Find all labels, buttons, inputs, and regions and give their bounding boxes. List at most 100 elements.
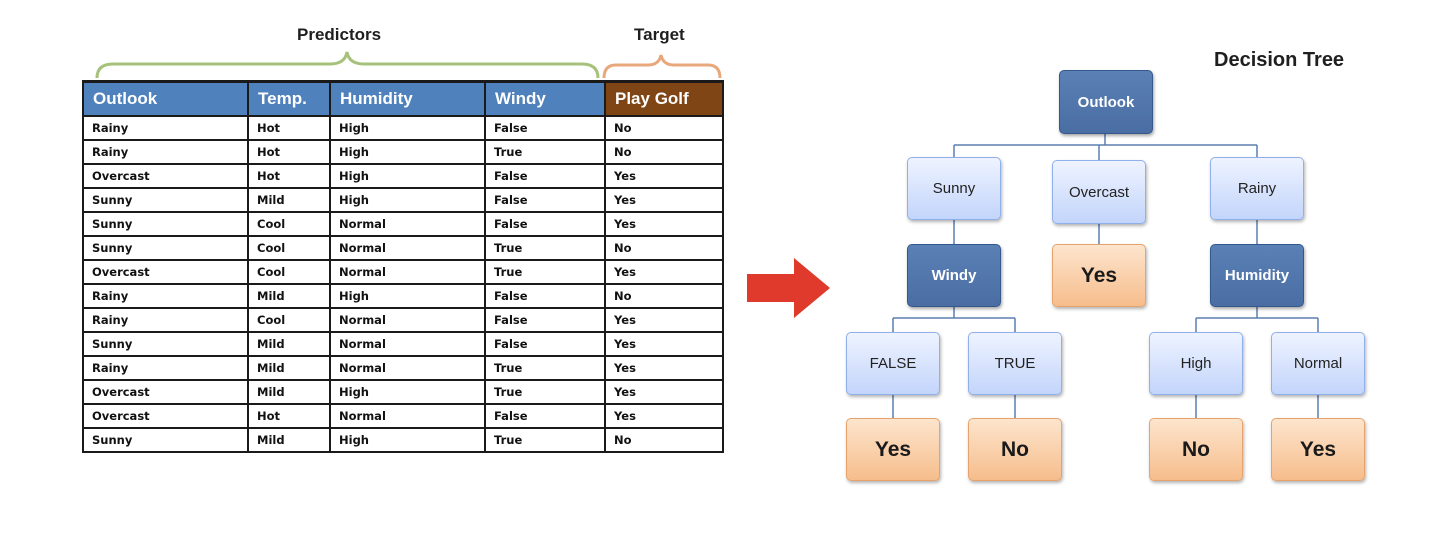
cell-temp: Cool bbox=[247, 235, 331, 261]
cell-windy: False bbox=[484, 115, 606, 141]
bracket-layer bbox=[95, 51, 722, 79]
leaf-true-no: No bbox=[968, 418, 1062, 481]
node-outlook: Outlook bbox=[1059, 70, 1153, 134]
leaf-normal-yes: Yes bbox=[1271, 418, 1365, 481]
cell-windy: False bbox=[484, 331, 606, 357]
cell-outlook: Sunny bbox=[82, 187, 249, 213]
cell-humidity: High bbox=[329, 163, 486, 189]
cell-temp: Mild bbox=[247, 283, 331, 309]
target-brace bbox=[602, 54, 722, 79]
cell-windy: False bbox=[484, 283, 606, 309]
node-humidity: Humidity bbox=[1210, 244, 1304, 307]
cell-temp: Hot bbox=[247, 163, 331, 189]
cell-windy: False bbox=[484, 187, 606, 213]
tree-title: Decision Tree bbox=[1214, 49, 1345, 71]
cell-windy: True bbox=[484, 235, 606, 261]
cell-windy: True bbox=[484, 427, 606, 453]
cell-play-golf: Yes bbox=[604, 307, 724, 333]
cell-outlook: Rainy bbox=[82, 283, 249, 309]
cell-play-golf: Yes bbox=[604, 259, 724, 285]
header-humidity: Humidity bbox=[329, 80, 486, 117]
cell-temp: Cool bbox=[247, 307, 331, 333]
cell-outlook: Sunny bbox=[82, 235, 249, 261]
header-temp: Temp. bbox=[247, 80, 331, 117]
cell-outlook: Rainy bbox=[82, 115, 249, 141]
cell-play-golf: Yes bbox=[604, 331, 724, 357]
node-sunny: Sunny bbox=[907, 157, 1001, 220]
cell-humidity: Normal bbox=[329, 307, 486, 333]
cell-windy: False bbox=[484, 163, 606, 189]
golf-dataset-table: Outlook Temp. Humidity Windy Play Golf R… bbox=[82, 80, 724, 453]
cell-humidity: High bbox=[329, 115, 486, 141]
cell-humidity: Normal bbox=[329, 331, 486, 357]
cell-play-golf: Yes bbox=[604, 163, 724, 189]
cell-windy: False bbox=[484, 403, 606, 429]
node-rainy: Rainy bbox=[1210, 157, 1304, 220]
cell-play-golf: No bbox=[604, 235, 724, 261]
node-windy-false: FALSE bbox=[846, 332, 940, 395]
cell-play-golf: No bbox=[604, 427, 724, 453]
cell-play-golf: Yes bbox=[604, 379, 724, 405]
node-windy-true: TRUE bbox=[968, 332, 1062, 395]
cell-humidity: Normal bbox=[329, 403, 486, 429]
cell-temp: Hot bbox=[247, 115, 331, 141]
arrow-right-icon bbox=[747, 258, 830, 318]
cell-windy: False bbox=[484, 211, 606, 237]
cell-outlook: Overcast bbox=[82, 259, 249, 285]
cell-outlook: Overcast bbox=[82, 379, 249, 405]
cell-temp: Mild bbox=[247, 355, 331, 381]
cell-humidity: Normal bbox=[329, 235, 486, 261]
leaf-high-no: No bbox=[1149, 418, 1243, 481]
cell-outlook: Rainy bbox=[82, 307, 249, 333]
cell-temp: Mild bbox=[247, 379, 331, 405]
leaf-overcast-yes: Yes bbox=[1052, 244, 1146, 307]
cell-temp: Cool bbox=[247, 259, 331, 285]
cell-outlook: Sunny bbox=[82, 211, 249, 237]
cell-outlook: Overcast bbox=[82, 403, 249, 429]
cell-windy: True bbox=[484, 355, 606, 381]
cell-outlook: Sunny bbox=[82, 427, 249, 453]
cell-humidity: Normal bbox=[329, 355, 486, 381]
table-header-row: Outlook Temp. Humidity Windy Play Golf bbox=[82, 80, 724, 117]
cell-humidity: High bbox=[329, 187, 486, 213]
header-outlook: Outlook bbox=[82, 80, 249, 117]
cell-windy: True bbox=[484, 139, 606, 165]
cell-play-golf: No bbox=[604, 283, 724, 309]
node-humidity-normal: Normal bbox=[1271, 332, 1365, 395]
predictors-brace bbox=[95, 51, 600, 79]
cell-outlook: Sunny bbox=[82, 331, 249, 357]
cell-temp: Hot bbox=[247, 139, 331, 165]
cell-humidity: High bbox=[329, 139, 486, 165]
cell-outlook: Rainy bbox=[82, 139, 249, 165]
cell-humidity: High bbox=[329, 379, 486, 405]
cell-humidity: High bbox=[329, 427, 486, 453]
node-humidity-high: High bbox=[1149, 332, 1243, 395]
cell-outlook: Rainy bbox=[82, 355, 249, 381]
cell-outlook: Overcast bbox=[82, 163, 249, 189]
cell-temp: Mild bbox=[247, 427, 331, 453]
cell-play-golf: Yes bbox=[604, 403, 724, 429]
leaf-false-yes: Yes bbox=[846, 418, 940, 481]
target-label: Target bbox=[634, 25, 685, 44]
cell-humidity: Normal bbox=[329, 211, 486, 237]
cell-humidity: High bbox=[329, 283, 486, 309]
cell-play-golf: Yes bbox=[604, 211, 724, 237]
cell-windy: True bbox=[484, 259, 606, 285]
cell-temp: Hot bbox=[247, 403, 331, 429]
cell-play-golf: Yes bbox=[604, 355, 724, 381]
header-play-golf: Play Golf bbox=[604, 80, 724, 117]
cell-temp: Mild bbox=[247, 187, 331, 213]
